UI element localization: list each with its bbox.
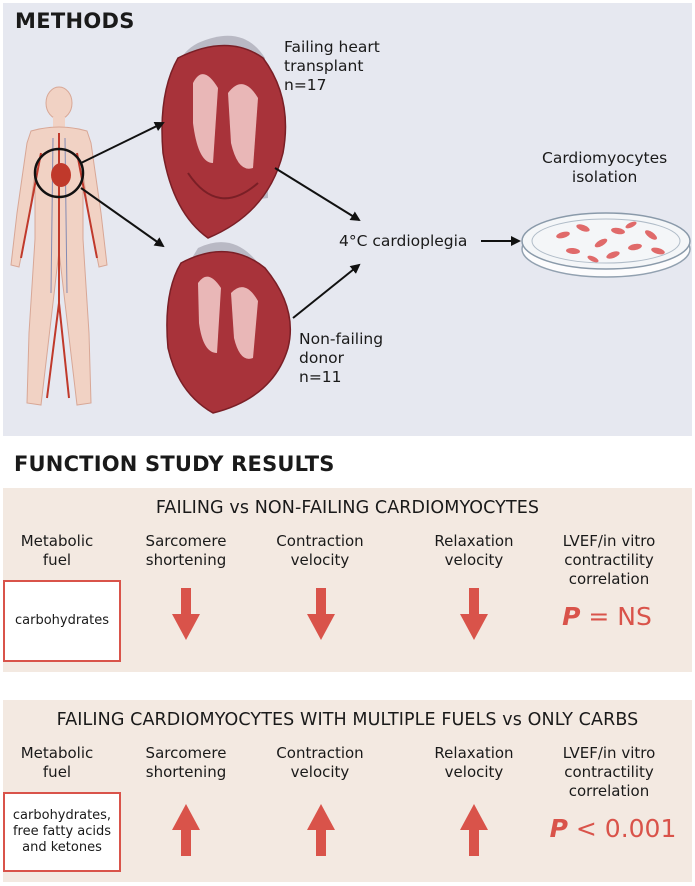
- col-head-line: shortening: [145, 763, 227, 781]
- panel-1-sarcomere-down-arrow-icon: [172, 588, 200, 640]
- col-head-line: correlation: [568, 570, 650, 588]
- col-head-line: contractility: [564, 763, 654, 781]
- col-head-line: velocity: [444, 551, 504, 569]
- methods-diagram: [10, 35, 691, 414]
- isolation-label-line-1: Cardiomyocytes: [542, 149, 668, 167]
- failing-label-line-2: transplant: [284, 57, 364, 75]
- panel-2-col-relaxation: Relaxation velocity: [434, 744, 513, 782]
- panel-1-p-value: P = NS: [562, 602, 652, 631]
- col-head-line: velocity: [444, 763, 504, 781]
- fuel-box-line: carbohydrates: [14, 613, 110, 628]
- arrow-failing-to-cardioplegia: [274, 167, 361, 222]
- col-head-line: Sarcomere: [145, 744, 227, 762]
- col-head-line: Relaxation: [434, 532, 514, 550]
- arrow-donor-to-cardioplegia: [292, 263, 361, 319]
- arrow-to-donor-heart: [80, 187, 165, 248]
- failing-heart-illustration: [161, 35, 287, 239]
- col-head-line: velocity: [290, 551, 350, 569]
- fuel-box-line: carbohydrates,: [12, 808, 112, 823]
- col-head-line: LVEF/in vitro: [562, 744, 656, 762]
- col-head-line: shortening: [145, 551, 227, 569]
- cardioplegia-label: 4°C cardioplegia: [339, 232, 468, 250]
- failing-label-line-3: n=17: [284, 76, 327, 94]
- panel-2-col-sarcomere: Sarcomere shortening: [146, 744, 227, 782]
- panel-1-fuel-box: carbohydrates: [3, 580, 121, 662]
- panel-1-col-sarcomere: Sarcomere shortening: [146, 532, 227, 570]
- p-letter: P: [562, 602, 581, 631]
- p-rest: < 0.001: [567, 814, 677, 843]
- p-rest: = NS: [580, 602, 652, 631]
- panel-2-col-lvef: LVEF/in vitro contractility correlation: [563, 744, 656, 801]
- panel-1-contraction-down-arrow-icon: [307, 588, 335, 640]
- col-head-line: Contraction: [276, 532, 364, 550]
- panel-1-col-contraction: Contraction velocity: [276, 532, 363, 570]
- col-head-line: velocity: [290, 763, 350, 781]
- results-panel-2: FAILING CARDIOMYOCYTES WITH MULTIPLE FUE…: [3, 700, 692, 882]
- isolation-label-line-2: isolation: [571, 168, 638, 186]
- failing-heart-label: Failing heart transplant n=17: [284, 38, 380, 95]
- isolation-label: Cardiomyocytes isolation: [542, 149, 667, 187]
- fuel-box-line: free fatty acids: [12, 824, 112, 839]
- human-body-illustration: [10, 86, 108, 406]
- fuel-box-line: and ketones: [22, 840, 102, 855]
- col-head-line: Metabolic: [20, 532, 94, 550]
- p-letter: P: [549, 814, 568, 843]
- panel-1-title: FAILING vs NON-FAILING CARDIOMYOCYTES: [155, 498, 540, 518]
- failing-label-line-1: Failing heart: [284, 38, 380, 56]
- arrow-to-failing-heart: [80, 122, 165, 164]
- col-head-line: Relaxation: [434, 744, 514, 762]
- panel-1-relaxation-down-arrow-icon: [460, 588, 488, 640]
- col-head-line: fuel: [42, 763, 72, 781]
- panel-2-p-value: P < 0.001: [550, 814, 677, 843]
- col-head-line: contractility: [564, 551, 654, 569]
- col-head-line: Sarcomere: [145, 532, 227, 550]
- panel-2-title: FAILING CARDIOMYOCYTES WITH MULTIPLE FUE…: [56, 710, 639, 730]
- panel-2-relaxation-up-arrow-icon: [460, 804, 488, 856]
- panel-2-fuel-box: carbohydrates, free fatty acids and keto…: [3, 792, 121, 872]
- col-head-line: Contraction: [276, 744, 364, 762]
- panel-1-col-metabolic-fuel: Metabolic fuel: [21, 532, 94, 570]
- donor-heart-illustration: [166, 242, 292, 414]
- results-title: FUNCTION STUDY RESULTS: [14, 452, 335, 476]
- panel-1-col-lvef: LVEF/in vitro contractility correlation: [563, 532, 656, 589]
- petri-dish-illustration: [521, 212, 691, 278]
- col-head-line: Metabolic: [20, 744, 94, 762]
- donor-label-line-2: donor: [299, 349, 345, 367]
- panel-1-col-relaxation: Relaxation velocity: [434, 532, 513, 570]
- methods-title: METHODS: [15, 9, 135, 33]
- methods-panel: METHODS: [3, 3, 692, 436]
- donor-label-line-3: n=11: [299, 368, 342, 386]
- col-head-line: correlation: [568, 782, 650, 800]
- col-head-line: LVEF/in vitro: [562, 532, 656, 550]
- panel-2-col-contraction: Contraction velocity: [276, 744, 363, 782]
- col-head-line: fuel: [42, 551, 72, 569]
- results-panel-1: FAILING vs NON-FAILING CARDIOMYOCYTES Me…: [3, 488, 692, 672]
- panel-2-contraction-up-arrow-icon: [307, 804, 335, 856]
- donor-heart-label: Non-failing donor n=11: [299, 330, 383, 387]
- panel-2-sarcomere-up-arrow-icon: [172, 804, 200, 856]
- panel-2-col-metabolic-fuel: Metabolic fuel: [21, 744, 94, 782]
- donor-label-line-1: Non-failing: [299, 330, 384, 348]
